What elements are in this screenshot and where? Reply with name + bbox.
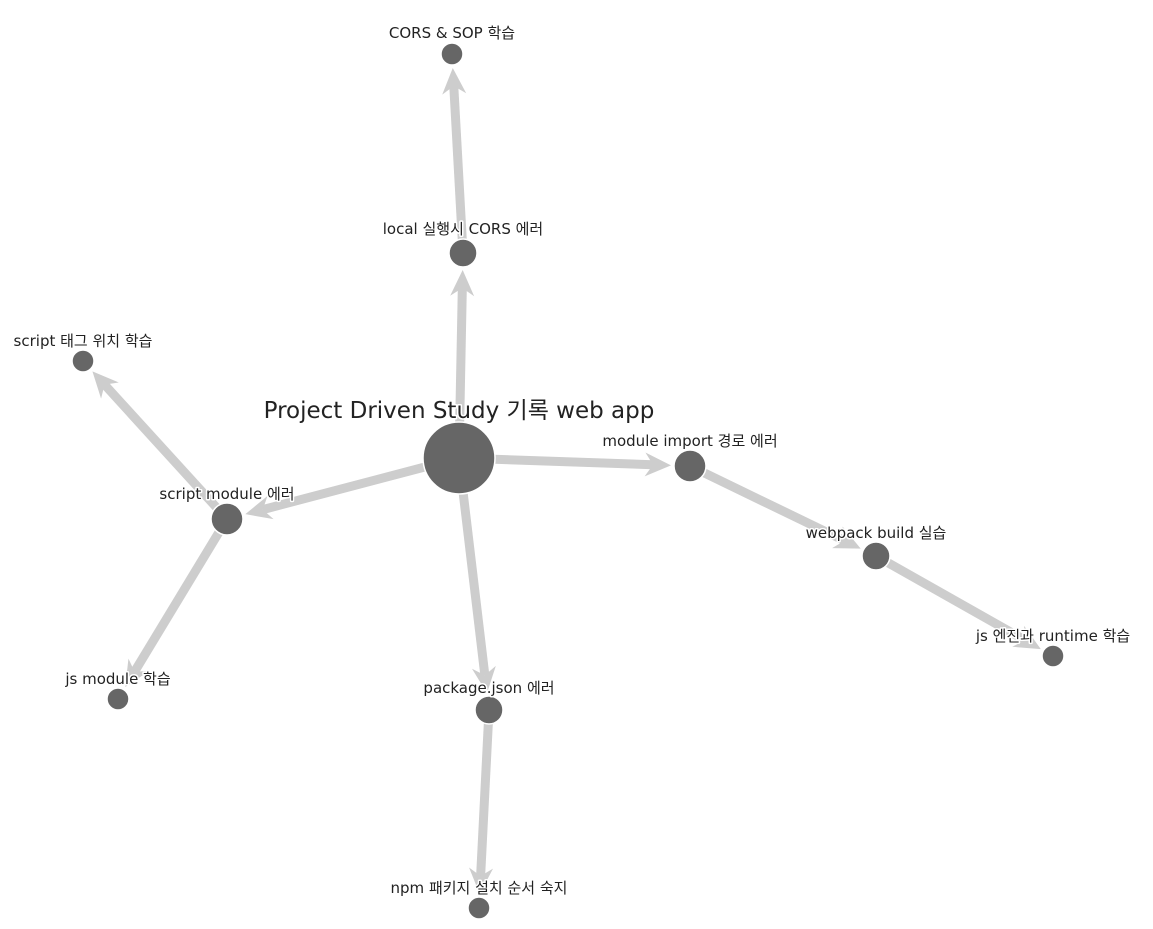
edge-root-to-package-json [455,468,490,676]
node-js-module[interactable] [106,687,130,711]
node-script-tag[interactable] [71,349,95,373]
node-npm-order[interactable] [467,896,491,920]
edge-package-json-to-npm-order [476,713,494,877]
edge-root-to-local-cors [454,287,467,448]
edge-arrowhead-icon [472,665,496,694]
node-label-npm-order: npm 패키지 설치 순서 숙지 [391,879,568,897]
node-label-module-import: module import 경로 에러 [602,432,777,450]
node-label-script-tag: script 태그 위치 학습 [14,332,153,350]
node-label-js-engine: js 엔진과 runtime 학습 [975,627,1130,645]
node-label-package-json: package.json 에러 [423,679,554,697]
node-label-script-module: script module 에러 [159,485,294,503]
edge-arrowhead-icon [442,67,467,95]
node-package-json[interactable] [474,695,504,725]
edge-arrowhead-icon [92,371,119,399]
node-label-root: Project Driven Study 기록 web app [264,398,655,424]
edges-layer [92,67,1041,895]
edge-script-module-to-js-module [130,520,229,674]
node-root[interactable] [422,421,496,495]
edge-root-to-script-module [261,456,450,514]
edge-arrowhead-icon [469,867,494,895]
node-module-import[interactable] [673,449,707,483]
edge-arrowhead-icon [644,452,672,477]
node-script-module[interactable] [210,502,244,536]
edge-module-import-to-webpack-build [692,464,847,545]
edge-arrowhead-icon [125,658,149,688]
edge-webpack-build-to-js-engine [877,554,1028,645]
node-webpack-build[interactable] [861,541,891,571]
labels-layer: Project Driven Study 기록 web app local 실행시… [12,23,1132,899]
edge-root-to-module-import [469,453,654,470]
edge-local-cors-to-cors-sop [449,85,468,250]
node-label-cors-sop: CORS & SOP 학습 [389,24,515,42]
edge-arrowhead-icon [1012,625,1041,650]
nodes-layer [71,42,1065,920]
edge-script-module-to-script-tag [101,381,228,519]
node-cors-sop[interactable] [440,42,464,66]
edge-arrowhead-icon [245,495,274,520]
node-label-js-module: js module 학습 [64,670,170,688]
node-js-engine[interactable] [1041,644,1065,668]
edge-arrowhead-icon [832,526,861,549]
node-label-webpack-build: webpack build 실습 [806,524,947,542]
node-local-cors[interactable] [448,238,478,268]
edge-arrowhead-icon [450,269,475,297]
node-label-local-cors: local 실행시 CORS 에러 [383,220,543,238]
